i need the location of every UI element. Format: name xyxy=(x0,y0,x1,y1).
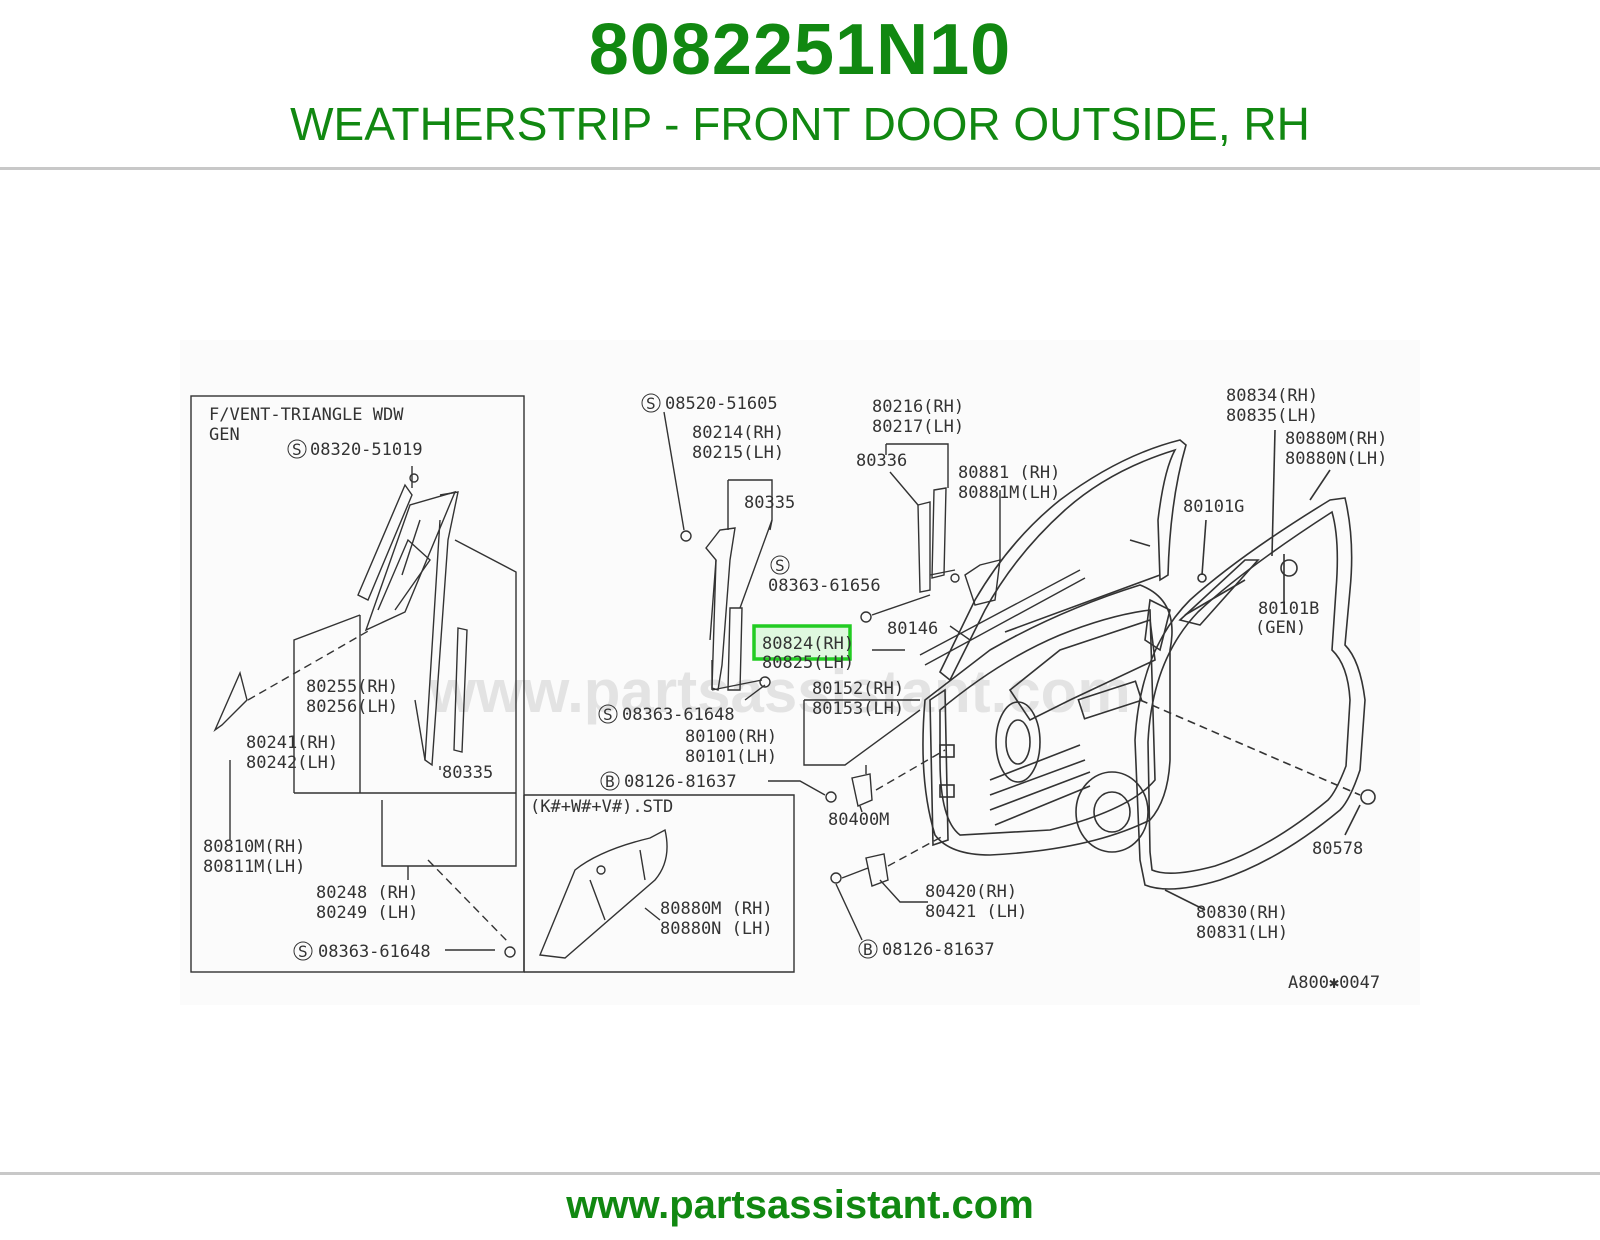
label-80215: 80215(LH) xyxy=(692,443,784,463)
label-80835: 80835(LH) xyxy=(1226,406,1318,426)
label-08320-51019: 08320-51019 xyxy=(310,440,423,460)
label-80880m-std: 80880M (RH) xyxy=(660,899,773,919)
s-symbol-icon xyxy=(287,439,307,459)
label-80248: 80248 (RH) xyxy=(316,883,418,903)
label-80421: 80421 (LH) xyxy=(925,902,1027,922)
s-symbol: S xyxy=(298,942,308,961)
label-80880m: 80880M(RH) xyxy=(1285,429,1387,449)
label-80101: 80101(LH) xyxy=(685,747,777,767)
label-80335-middle: 80335 xyxy=(744,493,795,513)
inset-vent-triangle xyxy=(190,395,795,973)
label-80400m: 80400M xyxy=(828,810,889,830)
leader-80100 xyxy=(803,699,921,766)
label-80217: 80217(LH) xyxy=(872,417,964,437)
part-description: WEATHERSTRIP - FRONT DOOR OUTSIDE, RH xyxy=(290,98,1310,150)
label-08363-61656: 08363-61656 xyxy=(768,576,881,596)
label-80811m: 80811M(LH) xyxy=(203,857,305,877)
s-symbol: S xyxy=(292,440,302,459)
label-80825: 80825(LH) xyxy=(762,653,854,673)
label-80101g: 80101G xyxy=(1183,497,1244,517)
footer-website-link[interactable]: www.partsassistant.com xyxy=(566,1183,1034,1227)
channel-parts xyxy=(860,443,1086,666)
s-symbol: S xyxy=(646,394,656,413)
s-symbol: S xyxy=(603,705,613,724)
label-80146: 80146 xyxy=(887,619,938,639)
label-80216: 80216(RH) xyxy=(872,397,964,417)
label-gen: (GEN) xyxy=(1255,618,1306,638)
footer-divider xyxy=(0,1172,1600,1175)
label-08363-61648-middle: 08363-61648 xyxy=(622,705,735,725)
diagram-panel xyxy=(180,340,1420,1005)
label-80335-inset: 80335 xyxy=(442,763,493,783)
label-80336: 80336 xyxy=(856,451,907,471)
label-80831: 80831(LH) xyxy=(1196,923,1288,943)
label-80152: 80152(RH) xyxy=(812,679,904,699)
s-symbol-icon xyxy=(770,555,790,575)
label-80101b: 80101B xyxy=(1258,599,1319,619)
label-08520-51605: 08520-51605 xyxy=(665,394,778,414)
label-80420: 80420(RH) xyxy=(925,882,1017,902)
s-symbol-icon xyxy=(293,941,313,961)
sash-assembly xyxy=(663,411,773,701)
b-symbol-icon xyxy=(858,939,878,959)
part-number-title: 8082251N10 xyxy=(588,10,1012,90)
figure-code: A800✱0047 xyxy=(1288,973,1380,993)
label-80100: 80100(RH) xyxy=(685,727,777,747)
page-header: 8082251N10 WEATHERSTRIP - FRONT DOOR OUT… xyxy=(0,0,1600,168)
s-symbol-icon xyxy=(641,393,661,413)
label-08363-61648-inset: 08363-61648 xyxy=(318,942,431,962)
inset2-title: (K#+W#+V#).STD xyxy=(530,797,673,817)
header-divider xyxy=(0,167,1600,170)
label-80880n: 80880N(LH) xyxy=(1285,449,1387,469)
label-80834: 80834(RH) xyxy=(1226,386,1318,406)
label-80810m: 80810M(RH) xyxy=(203,837,305,857)
inset-std-glass xyxy=(539,828,668,959)
label-80881: 80881 (RH) xyxy=(958,463,1060,483)
label-80255: 80255(RH) xyxy=(306,677,398,697)
label-80824-highlighted[interactable]: 80824(RH) xyxy=(762,634,854,654)
label-80249: 80249 (LH) xyxy=(316,903,418,923)
label-80881m: 80881M(LH) xyxy=(958,483,1060,503)
label-80578: 80578 xyxy=(1312,839,1363,859)
b-symbol: B xyxy=(605,772,615,791)
label-08126-81637-upper: 08126-81637 xyxy=(624,772,737,792)
door-assembly xyxy=(922,429,1376,911)
b-symbol: B xyxy=(863,940,873,959)
label-80880n-std: 80880N (LH) xyxy=(660,919,773,939)
label-80214: 80214(RH) xyxy=(692,423,784,443)
label-08126-81637-lower: 08126-81637 xyxy=(882,940,995,960)
inset-title: F/VENT-TRIANGLE WDW xyxy=(209,405,404,425)
label-80153: 80153(LH) xyxy=(812,699,904,719)
s-symbol-icon xyxy=(598,704,618,724)
hinge-upper xyxy=(768,749,946,813)
hinge-lower xyxy=(830,834,946,941)
watermark-text: www.partsassistant.com xyxy=(428,658,1130,725)
label-80256: 80256(LH) xyxy=(306,697,398,717)
label-80830: 80830(RH) xyxy=(1196,903,1288,923)
b-symbol-icon xyxy=(600,771,620,791)
label-80242: 80242(LH) xyxy=(246,753,338,773)
label-80241: 80241(RH) xyxy=(246,733,338,753)
s-symbol: S xyxy=(775,556,785,575)
highlight-box[interactable] xyxy=(752,624,852,661)
inset-subtitle: GEN xyxy=(209,425,240,445)
